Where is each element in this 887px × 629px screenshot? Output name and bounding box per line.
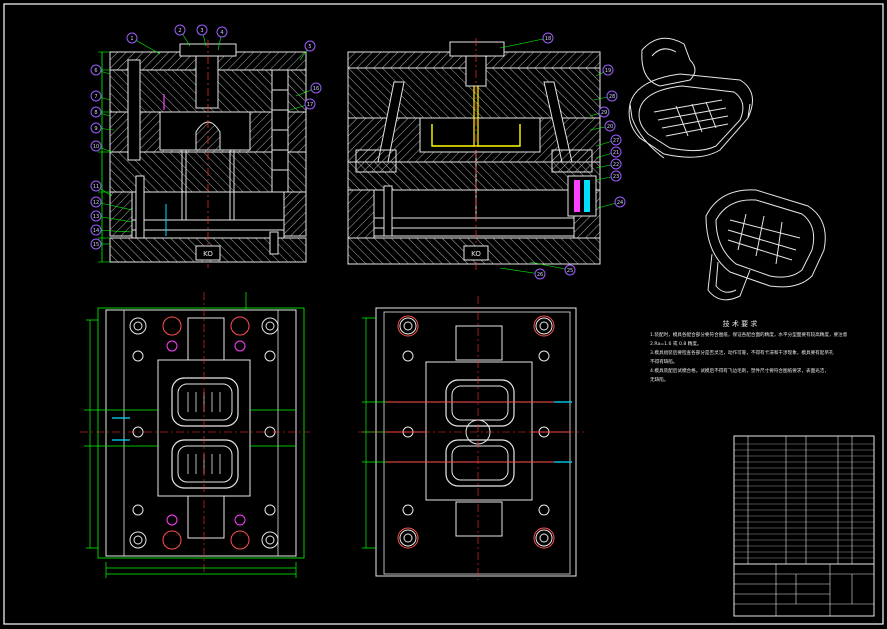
part-balloon-left-10: 10 [90,140,113,153]
part-balloon-left-5: 5 [299,40,316,61]
part-balloon-left-6: 6 [90,64,111,76]
notes-heading: 技 术 要 求 [723,319,758,328]
part-balloon-right-6: 23 [595,170,622,182]
part-balloon-left-16: 16 [295,82,322,97]
technical-notes: 技 术 要 求 1.装配时，模具各配合部分要符合图纸，保证各配合面的精度，水平分… [650,319,848,383]
part-balloon-left-4: 4 [216,26,228,51]
svg-text:21: 21 [613,150,619,156]
svg-text:9: 9 [94,126,97,132]
part-balloon-left-11: 11 [90,180,113,197]
svg-text:1: 1 [130,36,133,42]
sheet-border [3,3,884,625]
title-block [733,563,875,617]
svg-text:14: 14 [93,228,99,234]
svg-text:17: 17 [307,102,313,108]
side-view-balloons: 18 19 20 21 22 23 24 25 26 27 28 29 [499,32,626,280]
svg-text:26: 26 [537,272,543,278]
note-line-1: 1.装配时，模具各配合部分要符合图纸，保证各配合面的精度，水平分型面要有较高精度… [650,331,848,338]
svg-text:6: 6 [94,68,97,74]
svg-text:15: 15 [93,242,99,248]
svg-text:12: 12 [93,200,99,206]
fixed-half-plan-view [358,296,584,580]
svg-text:8: 8 [94,110,97,116]
part-isometric-top [628,37,753,159]
front-section-view: KO [98,40,307,268]
svg-text:11: 11 [93,184,99,190]
part-balloon-right-1: 18 [499,32,554,49]
part-balloon-right-2: 19 [595,64,614,77]
part-balloon-right-10: 27 [595,134,622,147]
parts-list [733,435,875,565]
svg-text:19: 19 [605,68,611,74]
svg-text:18: 18 [545,36,551,42]
part-balloon-left-15: 15 [90,238,110,250]
part-balloon-left-9: 9 [90,122,115,134]
part-balloon-left-7: 7 [90,90,111,102]
note-line-5: 4.模具装配后试模合格。试模后不得有飞边毛刺，塑件尺寸要符合图纸要求，表面光洁， [650,367,829,374]
svg-text:27: 27 [613,138,619,144]
svg-text:22: 22 [613,162,619,168]
svg-text:2: 2 [178,28,181,34]
note-line-6: 无缺陷。 [650,376,668,383]
part-isometric-bottom [705,189,826,301]
svg-text:20: 20 [607,124,613,130]
svg-text:7: 7 [94,94,97,100]
svg-text:4: 4 [220,30,223,36]
side-section-view: KO [347,38,601,270]
front-ko-label: KO [203,250,213,258]
part-balloon-right-9: 26 [499,267,546,280]
part-balloon-left-14: 14 [90,224,133,236]
part-balloon-right-11: 28 [593,90,618,102]
svg-text:24: 24 [617,200,623,206]
part-balloon-left-13: 13 [90,210,133,223]
svg-text:28: 28 [609,94,615,100]
part-balloon-right-7: 24 [597,196,626,209]
note-line-4: 不得有缺陷。 [650,358,678,365]
part-balloon-right-4: 21 [595,146,622,159]
note-line-2: 2.Ra=1.6 或 0.8 精度。 [650,340,702,347]
part-balloon-left-8: 8 [90,106,111,118]
svg-text:16: 16 [313,86,319,92]
svg-text:10: 10 [93,144,99,150]
part-balloon-left-2: 2 [174,24,191,47]
side-ko-label: KO [471,250,481,258]
svg-text:29: 29 [601,110,607,116]
part-balloon-right-12: 29 [589,106,610,118]
part-balloon-left-12: 12 [90,196,133,211]
moving-half-plan-view [80,292,310,578]
part-balloon-left-3: 3 [196,24,208,47]
part-balloon-right-3: 20 [589,120,616,132]
svg-text:23: 23 [613,174,619,180]
part-balloon-right-8: 25 [529,261,576,276]
part-balloon-left-17: 17 [289,98,316,111]
svg-text:25: 25 [567,268,573,274]
svg-text:3: 3 [200,28,203,34]
part-balloon-right-5: 22 [595,158,622,170]
svg-text:13: 13 [93,214,99,220]
part-balloon-left-1: 1 [126,32,161,55]
svg-text:5: 5 [308,44,311,50]
note-line-3: 3.模具组装后要检查各部分是否灵活，动作可靠，不得有卡滞和干涉现象，模具要有起吊… [650,349,834,356]
